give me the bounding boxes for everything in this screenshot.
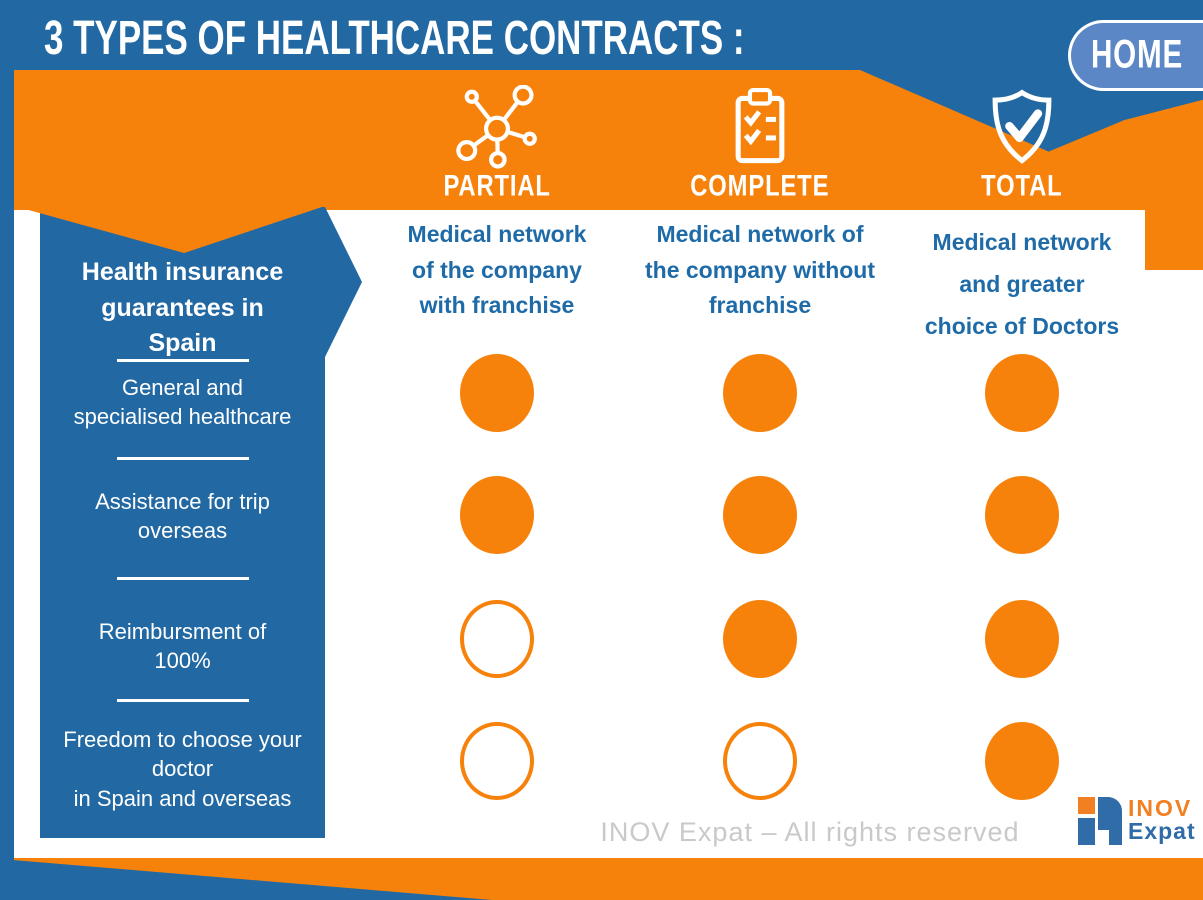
inov-expat-logo: INOV Expat [1078,795,1196,845]
matrix-dot [723,476,797,554]
logo-text: INOV Expat [1128,795,1196,845]
matrix-dot [985,354,1059,432]
checklist-icon [735,87,785,164]
footer-copyright: INOV Expat – All rights reserved [600,817,1020,847]
guarantee-row-label: General and specialised healthcare [73,375,292,430]
sidebar: Health insurance guarantees in Spain Gen… [40,207,362,838]
logo-mark-icon [1078,797,1122,845]
matrix-dot [985,722,1059,800]
matrix-dot [460,476,534,554]
column-header-total: TOTAL [912,85,1132,202]
network-icon [456,85,537,169]
matrix-dot [723,354,797,432]
sidebar-divider [116,699,249,702]
column-description-complete: Medical network of the company without f… [645,221,875,319]
logo-line-inov: INOV [1128,795,1193,821]
sidebar-divider [116,457,249,460]
matrix-dot [985,600,1059,678]
title-bar [0,0,1203,70]
matrix-dot [460,354,534,432]
shield-check-icon [992,89,1052,164]
page-title: 3 TYPES OF HEALTHCARE CONTRACTS : [44,10,745,65]
matrix-dot [723,722,797,800]
column-description-total: Medical network and greater choice of Do… [924,229,1120,339]
home-button[interactable]: HOME [1068,20,1203,91]
column-header-partial: PARTIAL [387,85,607,202]
home-button-label: HOME [1090,32,1184,78]
matrix-dot [985,476,1059,554]
logo-line-expat: Expat [1128,818,1196,845]
matrix-dot [460,722,534,800]
column-label: COMPLETE [690,169,830,202]
column-label: TOTAL [981,169,1063,202]
matrix-dot [723,600,797,678]
column-description-partial: Medical network of the company with fran… [407,221,587,319]
sidebar-title: Health insurance guarantees in Spain [81,258,284,357]
guarantee-row-label: Reimbursment of 100% [98,619,267,674]
matrix-dot [460,600,534,678]
guarantee-row-label: Freedom to choose your doctor in Spain a… [63,727,302,811]
guarantee-row-label: Assistance for trip overseas [95,489,270,544]
left-border [0,0,14,900]
sidebar-divider [116,577,249,580]
sidebar-divider [116,359,249,362]
column-label: PARTIAL [443,169,551,202]
column-header-complete: COMPLETE [650,85,870,202]
